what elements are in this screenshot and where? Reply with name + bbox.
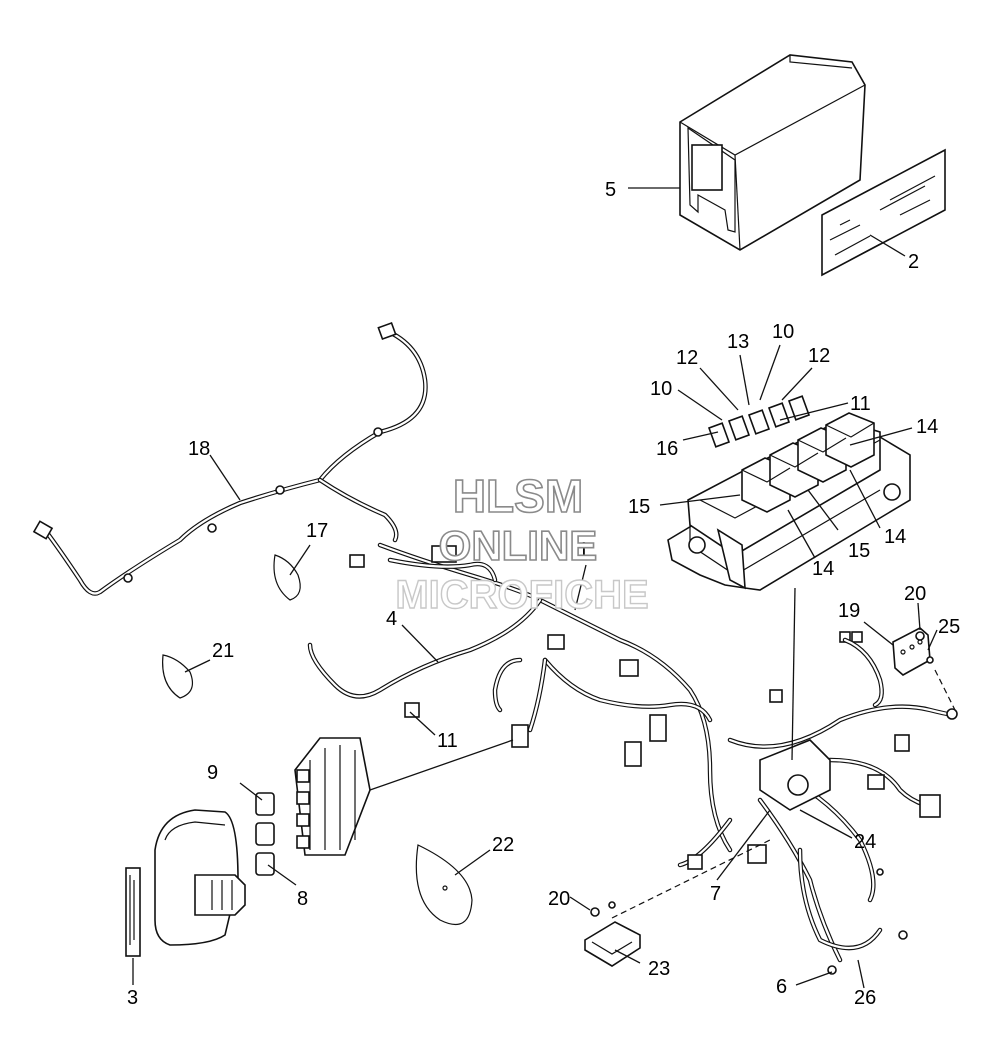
callout-26: 26 — [854, 987, 876, 1009]
cable-tie-22 — [162, 654, 193, 699]
callout-16: 16 — [656, 438, 678, 460]
screw-20-bottom — [590, 907, 600, 917]
fuse-relay-block — [667, 395, 911, 591]
callout-11-upper: 11 — [850, 393, 871, 415]
callout-6: 6 — [776, 976, 787, 998]
callout-9: 9 — [207, 762, 218, 784]
bracket-21 — [584, 901, 641, 967]
callout-12-right: 12 — [808, 345, 830, 367]
callout-11-lower: 11 — [437, 730, 458, 752]
fuse-box-cover — [679, 54, 866, 251]
watermark: HLSM ONLINE MICROFICHE — [395, 469, 650, 618]
callout-7: 7 — [710, 883, 721, 905]
callout-20-top: 20 — [904, 583, 926, 605]
fuse-holder — [154, 809, 246, 946]
callout-22: 21 — [212, 640, 234, 662]
callout-5: 5 — [605, 179, 616, 201]
wire-harness-18 — [32, 321, 428, 596]
callout-4: 4 — [386, 608, 397, 630]
callout-labels: 5 2 1 4 11 18 17 21 22 10 12 13 10 12 11… — [127, 179, 960, 1009]
cable-tie-23 — [415, 844, 473, 925]
callout-19: 19 — [838, 600, 860, 622]
callout-14-bottom: 14 — [812, 558, 834, 580]
leader-lines — [132, 187, 956, 989]
main-wire-harness — [307, 542, 958, 975]
watermark-line1: HLSM — [453, 470, 583, 522]
screw-20-top — [915, 631, 925, 641]
callout-24: 24 — [854, 831, 876, 853]
fuse-label-3 — [125, 867, 141, 957]
watermark-line3: MICROFICHE — [395, 573, 648, 617]
callout-14-right: 14 — [884, 526, 906, 548]
callout-18: 18 — [188, 438, 210, 460]
callout-20-bottom: 20 — [548, 888, 570, 910]
washer-25 — [926, 656, 934, 664]
callout-8: 8 — [297, 888, 308, 910]
watermark-line2: ONLINE — [439, 522, 598, 569]
callout-3: 3 — [127, 987, 138, 1009]
cable-tie-17 — [273, 554, 301, 601]
callout-2: 2 — [908, 251, 919, 273]
callout-17: 17 — [306, 520, 328, 542]
fuse-box-label — [821, 148, 946, 277]
callout-10-right: 10 — [772, 321, 794, 343]
callout-13: 13 — [727, 331, 749, 353]
callout-23: 22 — [492, 834, 514, 856]
callout-21: 23 — [648, 958, 670, 980]
callout-15-left: 15 — [628, 496, 650, 518]
mini-fuses-10-13 — [707, 395, 811, 448]
callout-25: 25 — [938, 616, 960, 638]
mini-fuses-8-9 — [255, 792, 275, 876]
callout-10-left: 10 — [650, 378, 672, 400]
callout-12-left: 12 — [676, 347, 698, 369]
callout-1: 1 — [578, 539, 589, 561]
callout-15-right: 15 — [848, 540, 870, 562]
control-module — [294, 737, 371, 856]
callout-14-top: 14 — [916, 416, 938, 438]
